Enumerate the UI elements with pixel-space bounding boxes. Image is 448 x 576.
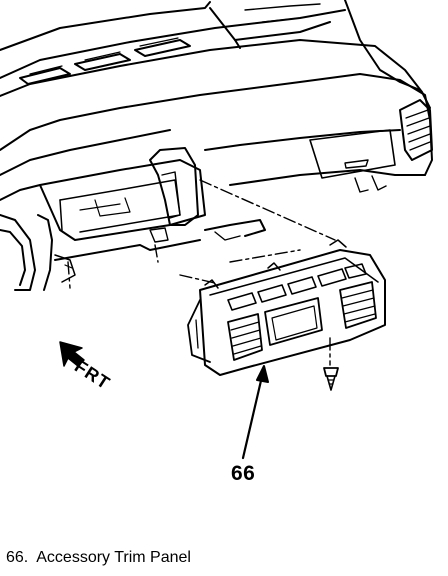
callout-number-66: 66 [231,462,256,485]
callout-leader-arrow [241,365,269,460]
cluster-cavity [0,147,266,291]
alignment-lines [67,179,336,366]
screw-icon [323,367,339,391]
front-direction-arrow-icon [59,341,85,367]
legend-number: 66. [6,549,29,566]
legend-entry: 66. Accessory Trim Panel [6,549,191,567]
accessory-trim-panel [187,239,386,376]
legend-text: Accessory Trim Panel [36,549,191,566]
instrument-panel [0,0,433,201]
